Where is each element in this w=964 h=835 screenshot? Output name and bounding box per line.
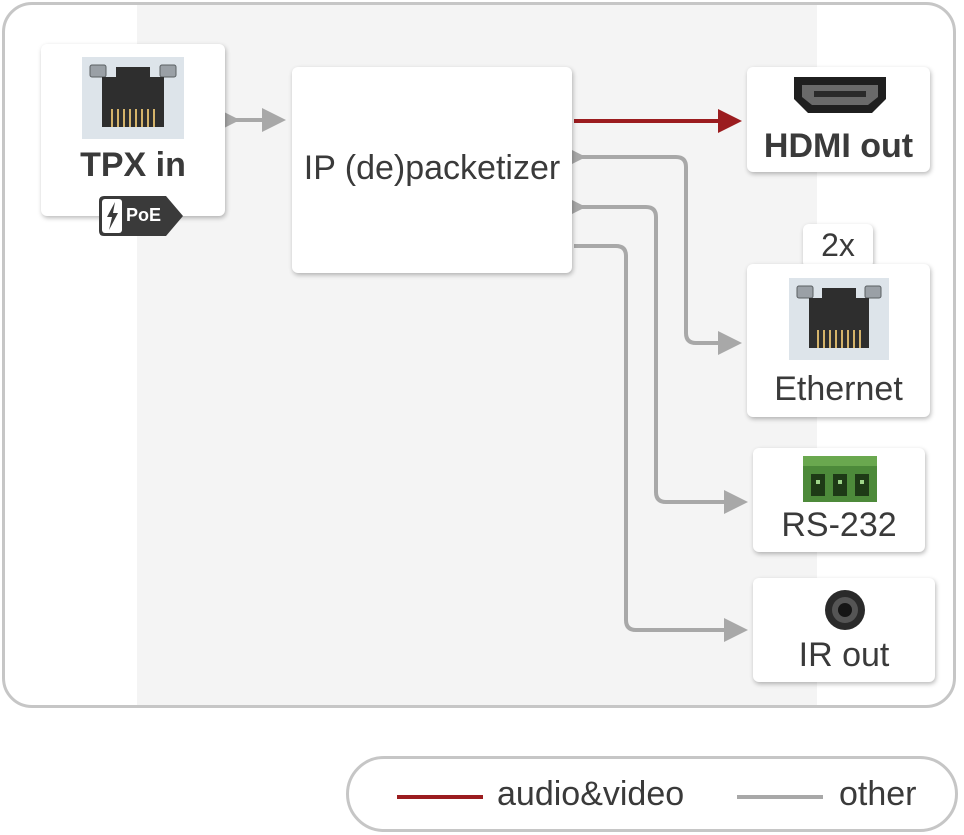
jack-socket-icon — [825, 590, 865, 630]
ethernet-label: Ethernet — [774, 370, 903, 408]
poe-badge-label: PoE — [126, 205, 162, 225]
wire-ir — [574, 244, 748, 642]
lightning-icon — [107, 202, 118, 230]
ethernet-node: Ethernet — [747, 264, 930, 417]
legend-other-swatch — [737, 795, 823, 799]
ethernet-count-label: 2x — [821, 227, 855, 263]
legend-other-label: other — [839, 775, 917, 813]
poe-badge: PoE — [98, 195, 184, 237]
rs232-label: RS-232 — [781, 506, 897, 544]
rj45-port-icon — [82, 57, 184, 139]
hdmi-out-label: HDMI out — [763, 127, 914, 165]
packetizer-label: IP (de)packetizer — [303, 149, 561, 187]
terminal-block-icon — [803, 456, 877, 502]
tpx-in-node: TPX in — [41, 44, 225, 216]
hdmi-port-icon — [794, 77, 886, 113]
packetizer-node: IP (de)packetizer — [292, 67, 572, 273]
ethernet-count-badge: 2x — [803, 224, 873, 268]
wire-rs232 — [562, 195, 748, 514]
ir-out-label: IR out — [798, 636, 890, 674]
legend: audio&video other — [346, 756, 958, 832]
ir-out-node: IR out — [753, 578, 935, 682]
legend-audio-video-swatch — [397, 795, 483, 799]
rj45-port-icon — [789, 278, 889, 360]
legend-audio-video-label: audio&video — [497, 775, 685, 813]
hdmi-out-node: HDMI out — [747, 67, 930, 172]
wire-ethernet — [562, 145, 742, 355]
rs232-node: RS-232 — [753, 448, 925, 552]
tpx-in-label: TPX in — [80, 146, 186, 184]
